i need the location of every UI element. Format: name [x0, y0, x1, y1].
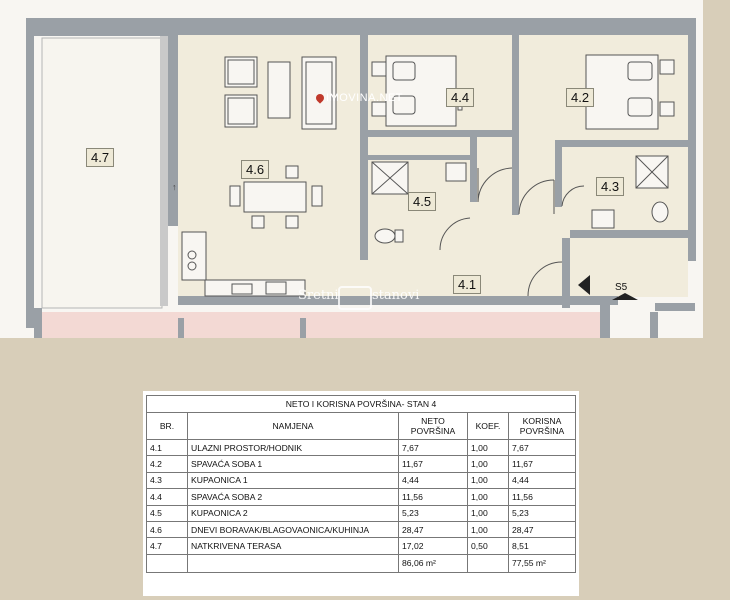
cell-namjena: NATKRIVENA TERASA [187, 537, 399, 555]
cell-koef: 0,50 [467, 537, 509, 555]
cell-namjena: ULAZNI PROSTOR/HODNIK [187, 438, 399, 457]
header-koef: KOEF. [467, 412, 509, 440]
total-namjena [187, 553, 399, 573]
cell-namjena: SPAVAĆA SOBA 2 [187, 488, 399, 506]
room-label-4-5: 4.5 [408, 192, 437, 211]
total-neto: 86,06 m² [398, 553, 468, 573]
room-label-4-2: 4.2 [566, 88, 595, 107]
cell-br: 4.3 [146, 471, 188, 490]
floor-plan: ↑ 4.7 4.6 4.4 4.2 4.5 4.3 4.1 S5 IMOVINA… [0, 0, 703, 338]
cell-neto: 28,47 [398, 520, 468, 539]
cell-koef: 1,00 [467, 520, 509, 539]
cell-br: 4.6 [146, 520, 188, 539]
total-br [146, 553, 188, 573]
floor-plan-drawing: ↑ [26, 18, 696, 338]
cell-neto: 11,67 [398, 455, 468, 473]
cell-neto: 17,02 [398, 537, 468, 555]
header-br: BR. [146, 412, 188, 440]
area-table-panel: NETO I KORISNA POVRŠINA- STAN 4 BR. NAMJ… [143, 391, 579, 596]
cell-neto: 4,44 [398, 471, 468, 490]
cell-koef: 1,00 [467, 471, 509, 490]
stair-label: S5 [615, 282, 628, 293]
cell-korisna: 5,23 [508, 504, 576, 522]
watermark-brand-left: Sretni [298, 288, 339, 303]
cell-namjena: DNEVI BORAVAK/BLAGOVAONICA/KUHINJA [187, 520, 399, 539]
cell-korisna: 8,51 [508, 537, 576, 555]
room-label-4-7: 4.7 [86, 148, 115, 167]
room-label-4-4: 4.4 [446, 88, 475, 107]
cell-br: 4.7 [146, 537, 188, 555]
cell-korisna: 11,56 [508, 488, 576, 506]
area-table: NETO I KORISNA POVRŠINA- STAN 4 BR. NAMJ… [146, 395, 576, 573]
cell-namjena: KUPAONICA 2 [187, 504, 399, 522]
cell-neto: 11,56 [398, 488, 468, 506]
cell-br: 4.1 [146, 438, 188, 457]
cell-koef: 1,00 [467, 488, 509, 506]
header-namjena: NAMJENA [187, 412, 399, 440]
cell-koef: 1,00 [467, 504, 509, 522]
cell-korisna: 7,67 [508, 438, 576, 457]
header-neto: NETO POVRŠINA [398, 412, 468, 440]
cell-korisna: 28,47 [508, 520, 576, 539]
cell-korisna: 4,44 [508, 471, 576, 490]
room-label-4-1: 4.1 [453, 275, 482, 294]
cell-namjena: KUPAONICA 1 [187, 471, 399, 490]
cell-br: 4.2 [146, 455, 188, 473]
cell-koef: 1,00 [467, 455, 509, 473]
header-korisna: KORISNA POVRŠINA [508, 412, 576, 440]
room-label-4-6: 4.6 [241, 160, 270, 179]
cell-br: 4.5 [146, 504, 188, 522]
cell-neto: 5,23 [398, 504, 468, 522]
total-koef [467, 553, 509, 573]
table-title: NETO I KORISNA POVRŠINA- STAN 4 [146, 395, 576, 413]
cell-koef: 1,00 [467, 438, 509, 457]
watermark-site: IMOVINA.NET [326, 92, 404, 104]
cell-br: 4.4 [146, 488, 188, 506]
svg-text:↑: ↑ [172, 182, 177, 192]
room-label-4-3: 4.3 [596, 177, 625, 196]
total-korisna: 77,55 m² [508, 553, 576, 573]
cell-namjena: SPAVAĆA SOBA 1 [187, 455, 399, 473]
watermark-brand-right: stanovi [372, 288, 420, 303]
cell-korisna: 11,67 [508, 455, 576, 473]
cell-neto: 7,67 [398, 438, 468, 457]
brand-logo-icon [338, 286, 372, 310]
